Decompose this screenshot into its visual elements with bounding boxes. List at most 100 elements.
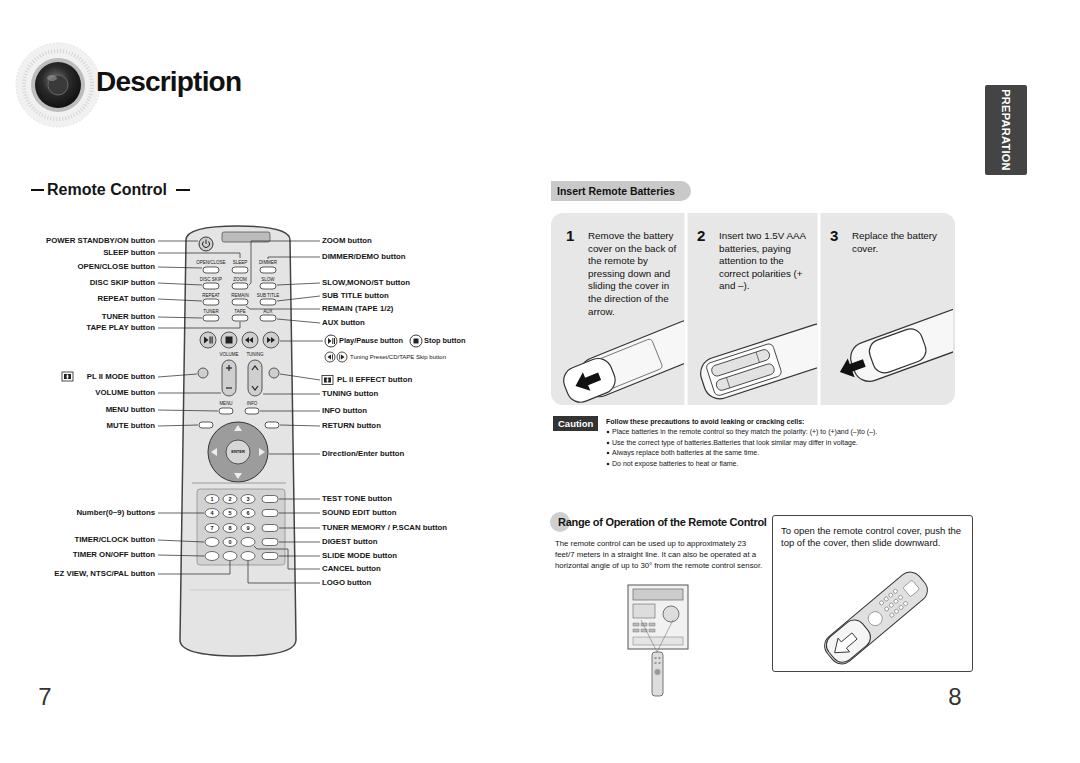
remote-key-digit: 2	[228, 496, 231, 502]
label-icons-part	[64, 374, 71, 379]
cover-open-illustration-part-part-part	[879, 600, 885, 606]
remote-drawing-part-part	[223, 495, 237, 504]
remote-key-label: MENU	[219, 402, 232, 407]
remote-drawing-part-part	[223, 538, 237, 547]
button-callout: Number(0~9) buttons	[76, 509, 155, 518]
remote-key-label: ZOOM	[233, 277, 247, 282]
remote-key-label: AUX	[263, 310, 272, 315]
remote-drawing-part	[200, 332, 279, 348]
remote-drawing-part	[205, 495, 278, 561]
remote-key-digit: 9	[246, 525, 249, 531]
stereo-range-illustration-part	[633, 589, 683, 600]
button-callout: SLOW,MONO/ST button	[322, 279, 410, 288]
remote-key-label: TUNER	[203, 310, 219, 315]
button-callout: ZOOM button	[322, 237, 372, 246]
leader-lines-part	[158, 393, 221, 394]
node-text: To open the remote control cover, push t…	[781, 525, 964, 549]
caution-item: Use the correct type of batteries.Batter…	[612, 439, 858, 447]
remote-drawing-part-part	[219, 408, 233, 414]
remote-drawing-part	[271, 337, 275, 343]
button-callout: DIGEST button	[322, 538, 377, 547]
remote-drawing-part-part	[260, 267, 276, 273]
bullet-dots-part	[607, 442, 610, 445]
leader-lines-part	[279, 499, 320, 500]
stereo-range-illustration-part-part	[633, 629, 639, 632]
remote-drawing-part-part	[203, 299, 219, 305]
remote-drawing-part-part	[203, 283, 219, 289]
leader-lines-part	[158, 299, 202, 301]
button-callout: REPEAT button	[98, 295, 155, 304]
cover-open-illustration-part-part-part	[865, 609, 885, 629]
label-icons-part	[328, 355, 332, 360]
stereo-range-illustration-part	[641, 620, 657, 652]
heading-rules-part	[176, 189, 190, 191]
leader-lines-part	[158, 253, 240, 258]
cover-open-illustration-part-part-part	[894, 608, 900, 614]
remote-drawing-part	[204, 337, 209, 344]
remote-key-digit: 5	[228, 510, 231, 516]
remote-drawing-part-part	[252, 386, 258, 390]
remote-key-label: SLOW	[261, 277, 274, 282]
button-callout: CANCEL button	[322, 565, 381, 574]
button-callout: DISC SKIP button	[90, 279, 155, 288]
stereo-range-illustration-part-part	[633, 623, 639, 626]
button-callout: OPEN/CLOSE button	[77, 263, 155, 272]
stereo-range-illustration-part	[633, 604, 655, 618]
caution-heading: Follow these precautions to avoid leakin…	[606, 418, 804, 426]
stereo-range-illustration-part	[663, 606, 679, 622]
stereo-range-illustration-part-part	[655, 669, 661, 675]
leader-lines-part	[279, 556, 320, 557]
remote-drawing-part	[226, 440, 250, 464]
stereo-range-illustration-part	[657, 620, 673, 652]
label-icons-part	[414, 339, 419, 344]
leader-lines-part	[249, 241, 320, 285]
battery-step2-illustration-part-part	[756, 352, 759, 362]
remote-drawing-part-part	[232, 315, 248, 321]
remote-key-digit: 4	[210, 510, 213, 516]
cover-open-illustration-part-part	[863, 577, 922, 631]
node-text: PREPARATION	[1000, 89, 1012, 171]
remote-key-digit: 0	[228, 539, 231, 545]
button-callout: TUNER MEMORY / P.SCAN button	[322, 524, 447, 533]
speaker-icon-part	[24, 51, 92, 119]
cover-open-illustration-part-part-part	[903, 601, 909, 607]
remote-drawing-part-part	[205, 538, 219, 547]
button-callout: Play/Pause button	[339, 337, 403, 345]
leader-lines-part	[260, 411, 320, 412]
section-heading: Remote Control	[47, 181, 167, 199]
button-callout: SOUND EDIT button	[322, 509, 397, 518]
leader-lines-part	[279, 528, 320, 529]
button-callout: TUNING button	[322, 390, 378, 399]
leader-lines-part	[277, 319, 320, 323]
remote-drawing-part	[226, 337, 233, 344]
stereo-range-illustration-part-part	[659, 657, 661, 659]
leader-lines-part	[277, 283, 320, 285]
remote-key-label: VOLUME	[219, 353, 238, 358]
step-box: 2Insert two 1.5V AAA batteries, paying a…	[697, 230, 815, 293]
remote-drawing-part	[190, 590, 290, 591]
remote-drawing-part-part	[232, 267, 248, 273]
remote-key-digit: 7	[210, 525, 213, 531]
remote-drawing-part-part	[260, 299, 276, 305]
battery-step3-illustration	[833, 304, 953, 391]
stereo-range-illustration	[628, 585, 688, 696]
remote-drawing-part-part	[232, 283, 248, 289]
remote-drawing-part	[198, 368, 208, 378]
label-icons-part	[332, 355, 334, 360]
heading-rules-part	[31, 189, 44, 191]
page-title: Description	[96, 66, 241, 98]
leader-lines-part	[158, 561, 230, 574]
node-text: Replace the battery cover.	[852, 230, 948, 255]
leader-lines-part	[158, 374, 197, 377]
cover-open-illustration-part-part	[829, 629, 860, 660]
leader-lines-part	[268, 257, 320, 259]
node-text: Remove the battery cover on the back of …	[588, 230, 684, 318]
remote-key-label: ENTER	[231, 450, 245, 454]
remote-drawing-part	[180, 226, 296, 656]
remote-drawing-part-part	[241, 495, 255, 504]
button-callout: TEST TONE button	[322, 495, 392, 504]
button-callout: TIMER ON/OFF button	[73, 551, 155, 560]
leader-lines-part	[158, 555, 204, 556]
